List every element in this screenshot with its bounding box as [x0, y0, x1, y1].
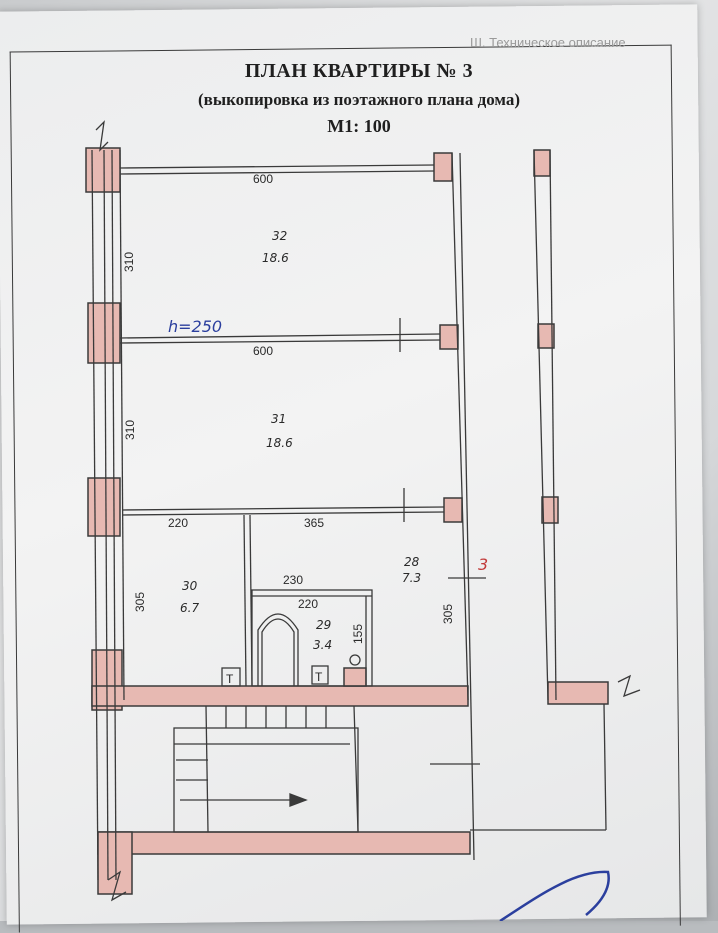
left-pier-low [87, 477, 121, 537]
stair-left-pier [97, 831, 133, 895]
faded-header-text: Ш. Техническое описание [470, 35, 626, 50]
dim-room32-width: 600 [253, 172, 273, 186]
plan-subtitle: (выкопировка из поэтажного плана дома) [197, 90, 520, 109]
dim-room31-depth: 310 [123, 420, 137, 440]
room30-number: 30 [182, 579, 198, 593]
room30-area: 6.7 [180, 601, 199, 615]
far-wall-column-top [533, 149, 551, 177]
dim-room28-depth: 305 [441, 604, 455, 624]
dim-room30-depth: 305 [133, 592, 147, 612]
room28-area: 7.3 [402, 571, 421, 585]
room32-area: 18.6 [262, 251, 289, 265]
right-column-top [433, 152, 453, 182]
dim-room31-width: 600 [253, 344, 273, 358]
room29-area: 3.4 [313, 638, 332, 652]
fixture-label-b: T [315, 670, 323, 684]
dim-bath-top: 230 [283, 573, 303, 587]
dim-room28-width: 365 [304, 516, 324, 530]
right-column-mid [439, 324, 459, 350]
stair-bottom-wall [97, 831, 471, 855]
left-pier-top [85, 147, 121, 193]
plan-title: ПЛАН КВАРТИРЫ № 3 [244, 60, 474, 82]
room28-number: 28 [404, 555, 420, 569]
far-wall-column-mid [537, 323, 555, 349]
dim-room30-width: 220 [168, 516, 188, 530]
handwritten-red-mark: 3 [478, 555, 488, 574]
room29-number: 29 [316, 618, 331, 632]
handwritten-ceiling-height: h=250 [168, 317, 222, 336]
dim-bath-inner: 220 [298, 597, 318, 611]
room31-area: 18.6 [266, 436, 293, 450]
right-column-low [443, 497, 463, 523]
wall-fills [85, 147, 609, 895]
bath-fixture-block [343, 667, 367, 687]
fixture-label-a: T [226, 672, 234, 686]
bottom-wall [91, 685, 469, 707]
far-wall-column-low [541, 496, 559, 524]
dim-bath-side: 155 [351, 624, 365, 644]
plan-scale: М1: 100 [327, 116, 391, 136]
room32-number: 32 [272, 229, 287, 243]
signature-stroke [499, 870, 610, 921]
dim-room32-depth: 310 [122, 252, 136, 272]
room31-number: 31 [271, 412, 286, 426]
wall-lines [91, 120, 641, 902]
far-wall-corner [547, 681, 609, 705]
